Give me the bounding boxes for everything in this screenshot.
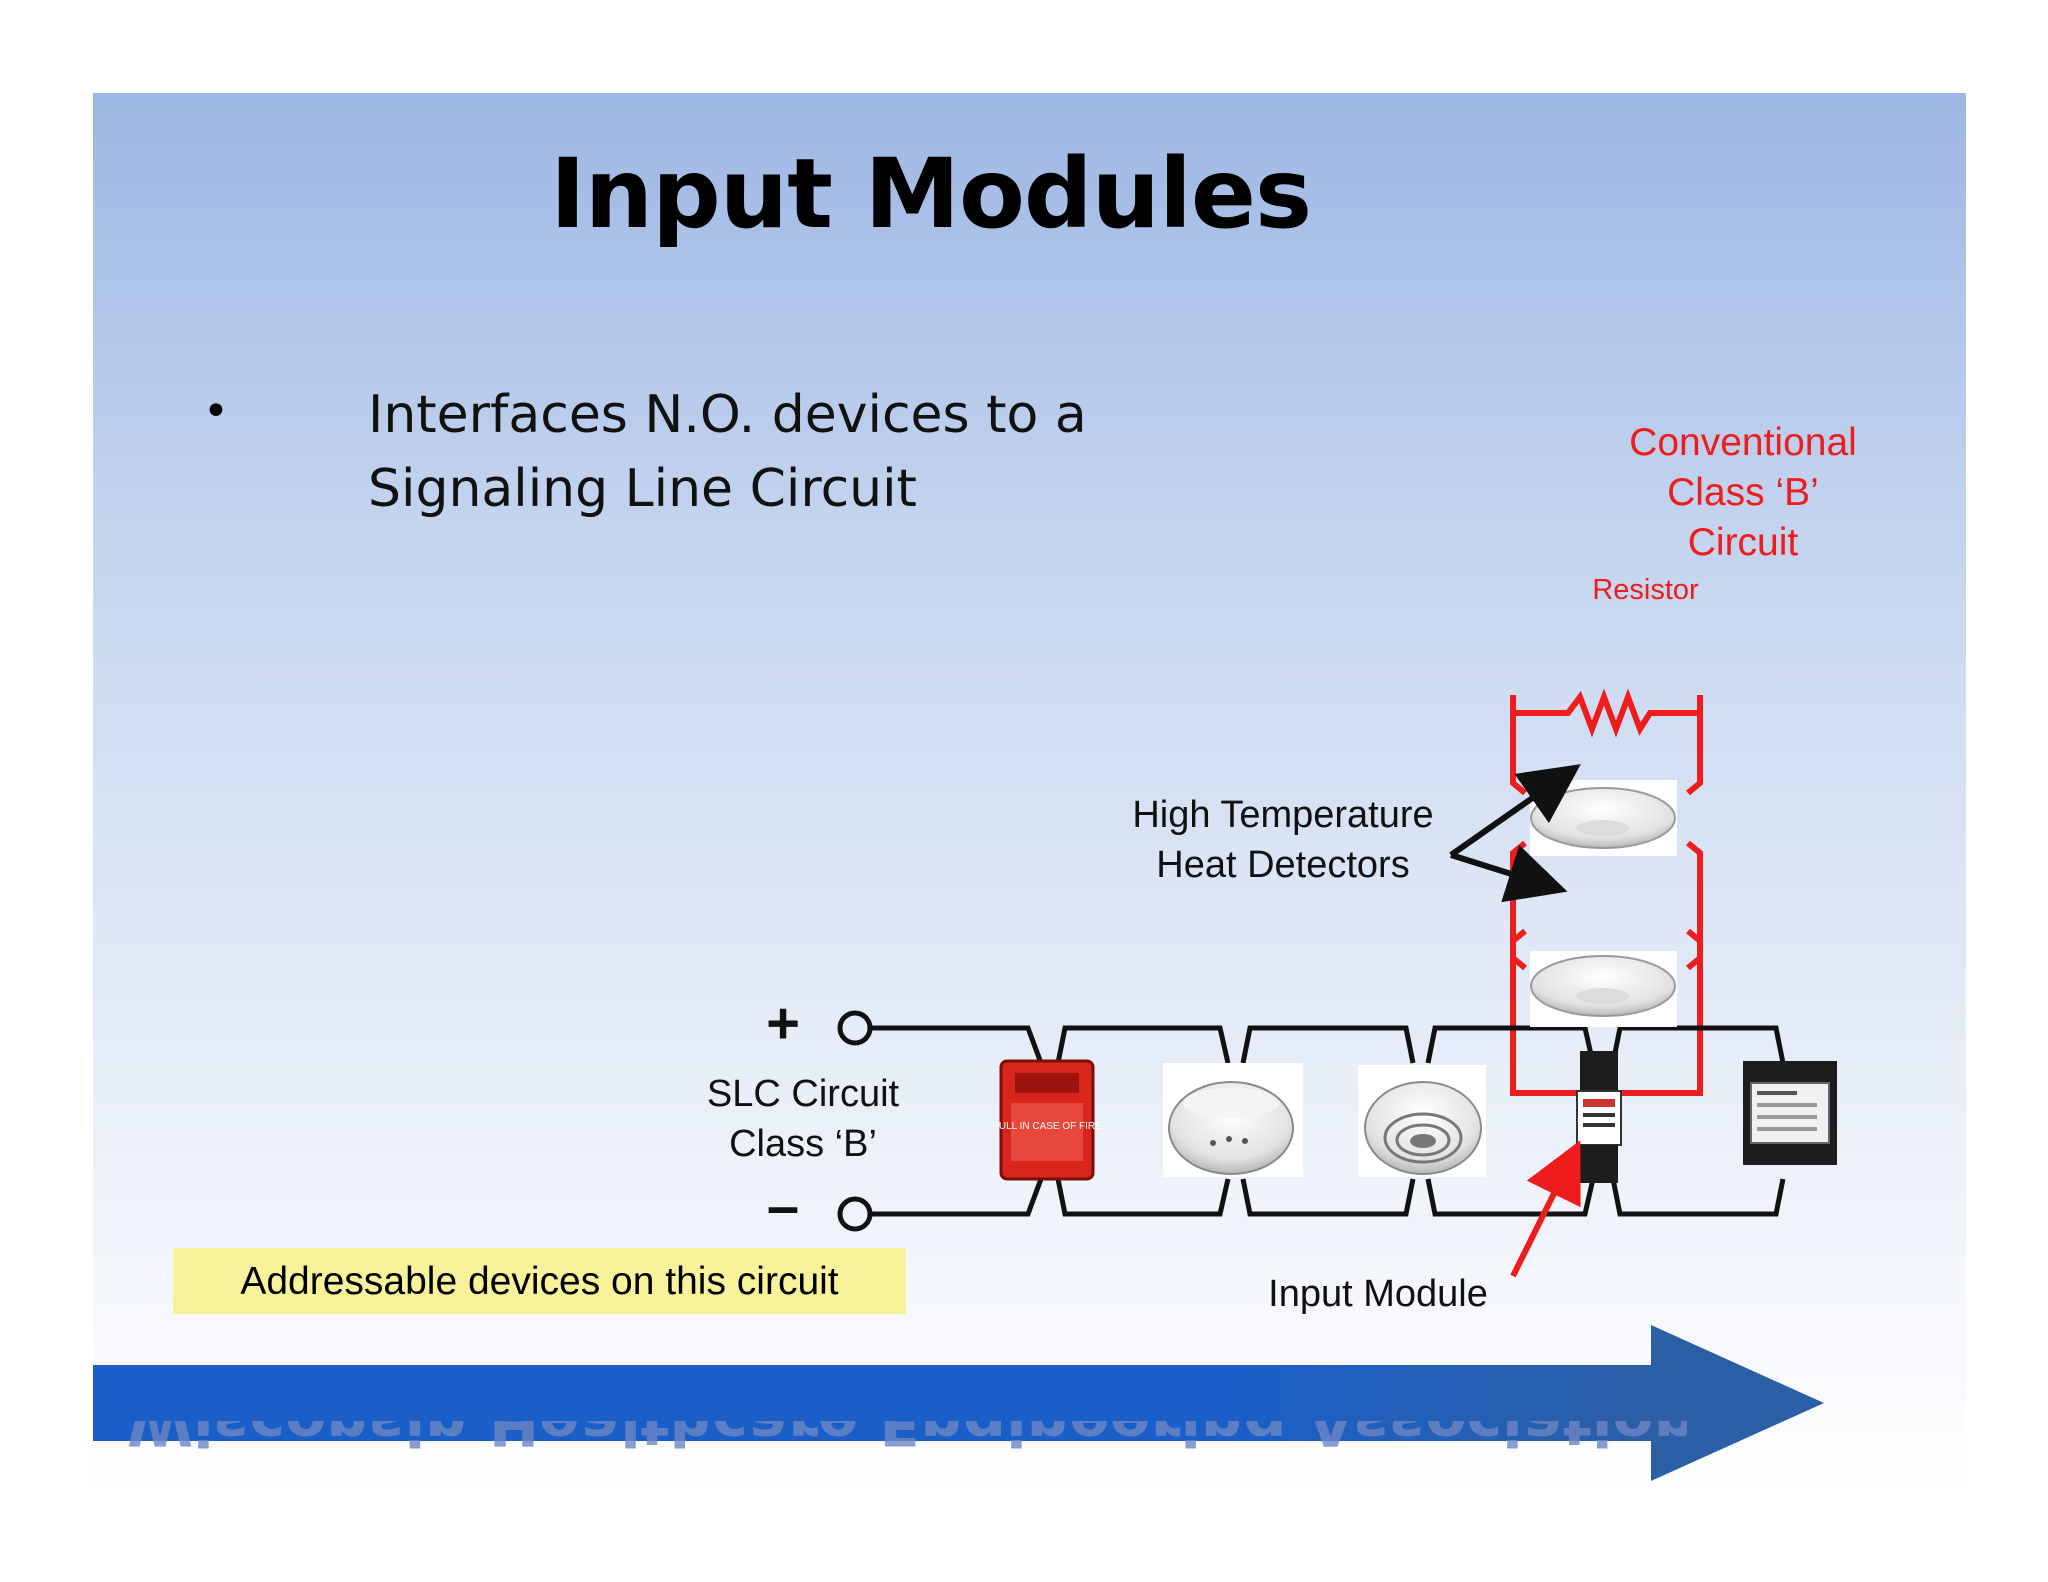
input-module-icon xyxy=(1576,1051,1622,1183)
minus-terminal xyxy=(837,1196,873,1232)
conventional-circuit-label: Conventional Class ‘B’ Circuit xyxy=(1593,418,1893,568)
heat-detectors-label: High Temperature Heat Detectors xyxy=(1093,790,1473,890)
conventional-line-2: Class ‘B’ xyxy=(1667,471,1819,514)
slide: Input Modules • Interfaces N.O. devices … xyxy=(93,93,1966,1497)
heat-detector-icon xyxy=(1358,1065,1486,1177)
minus-terminal-label: – xyxy=(766,1174,800,1239)
red-wire-right-bottom xyxy=(1621,928,1703,1096)
red-wire-right-mid xyxy=(1686,840,1703,971)
smoke-detector-icon xyxy=(1163,1063,1303,1177)
footer-text-reflection: Wisconsin Healthcare Engineering Associa… xyxy=(127,1421,1687,1451)
heat-detector-top-icon xyxy=(1530,780,1677,856)
arrow-to-top-detector xyxy=(1449,764,1581,858)
slc-top-wire xyxy=(870,1025,1786,1064)
bullet-item: Interfaces N.O. devices to a Signaling L… xyxy=(368,378,1188,526)
arrow-to-input-module xyxy=(1510,1140,1581,1278)
addressable-note: Addressable devices on this circuit xyxy=(240,1260,839,1303)
arrow-to-bottom-detector xyxy=(1450,844,1568,903)
slc-wires xyxy=(837,1010,1786,1232)
footer-arrow xyxy=(93,1325,1824,1481)
bullet-line-1: Interfaces N.O. devices to a xyxy=(368,385,1087,445)
red-wire-left-top xyxy=(1510,713,1527,796)
conventional-line-1: Conventional xyxy=(1629,421,1857,464)
heat-detectors-line-1: High Temperature xyxy=(1132,794,1434,836)
resistor-symbol xyxy=(1510,688,1703,738)
bullet-line-2: Signaling Line Circuit xyxy=(368,459,917,519)
conventional-circuit-wires xyxy=(1510,688,1703,1096)
slc-line-2: Class ‘B’ xyxy=(729,1123,877,1165)
page-title: Input Modules xyxy=(550,138,1312,250)
bullet-dot: • xyxy=(203,386,229,437)
plus-terminal xyxy=(837,1010,873,1046)
slc-bottom-wire xyxy=(870,1178,1786,1217)
circuit-diagram: PULL IN CASE OF FIRE xyxy=(93,688,1837,1481)
pull-station-text: PULL IN CASE OF FIRE xyxy=(992,1121,1102,1132)
red-wire-right-top xyxy=(1686,713,1703,796)
heat-detector-bottom-icon xyxy=(1530,951,1677,1027)
heat-detectors-line-2: Heat Detectors xyxy=(1156,844,1410,886)
heat-detector-pointer-arrows xyxy=(1449,764,1581,903)
footer-text: Wisconsin Healthcare Engineering Associa… xyxy=(127,1421,1687,1451)
slc-line-1: SLC Circuit xyxy=(706,1073,900,1115)
conventional-line-3: Circuit xyxy=(1687,521,1799,564)
red-wire-left-bottom xyxy=(1510,928,1577,1096)
addressable-note-box: Addressable devices on this circuit xyxy=(173,1248,906,1314)
slc-circuit-label: SLC Circuit Class ‘B’ xyxy=(653,1069,953,1169)
control-module-icon xyxy=(1743,1061,1837,1165)
plus-terminal-label: + xyxy=(766,991,800,1056)
resistor-label: Resistor xyxy=(1592,574,1699,606)
input-module-label: Input Module xyxy=(1268,1273,1488,1315)
pull-station-icon: PULL IN CASE OF FIRE xyxy=(992,1059,1102,1181)
